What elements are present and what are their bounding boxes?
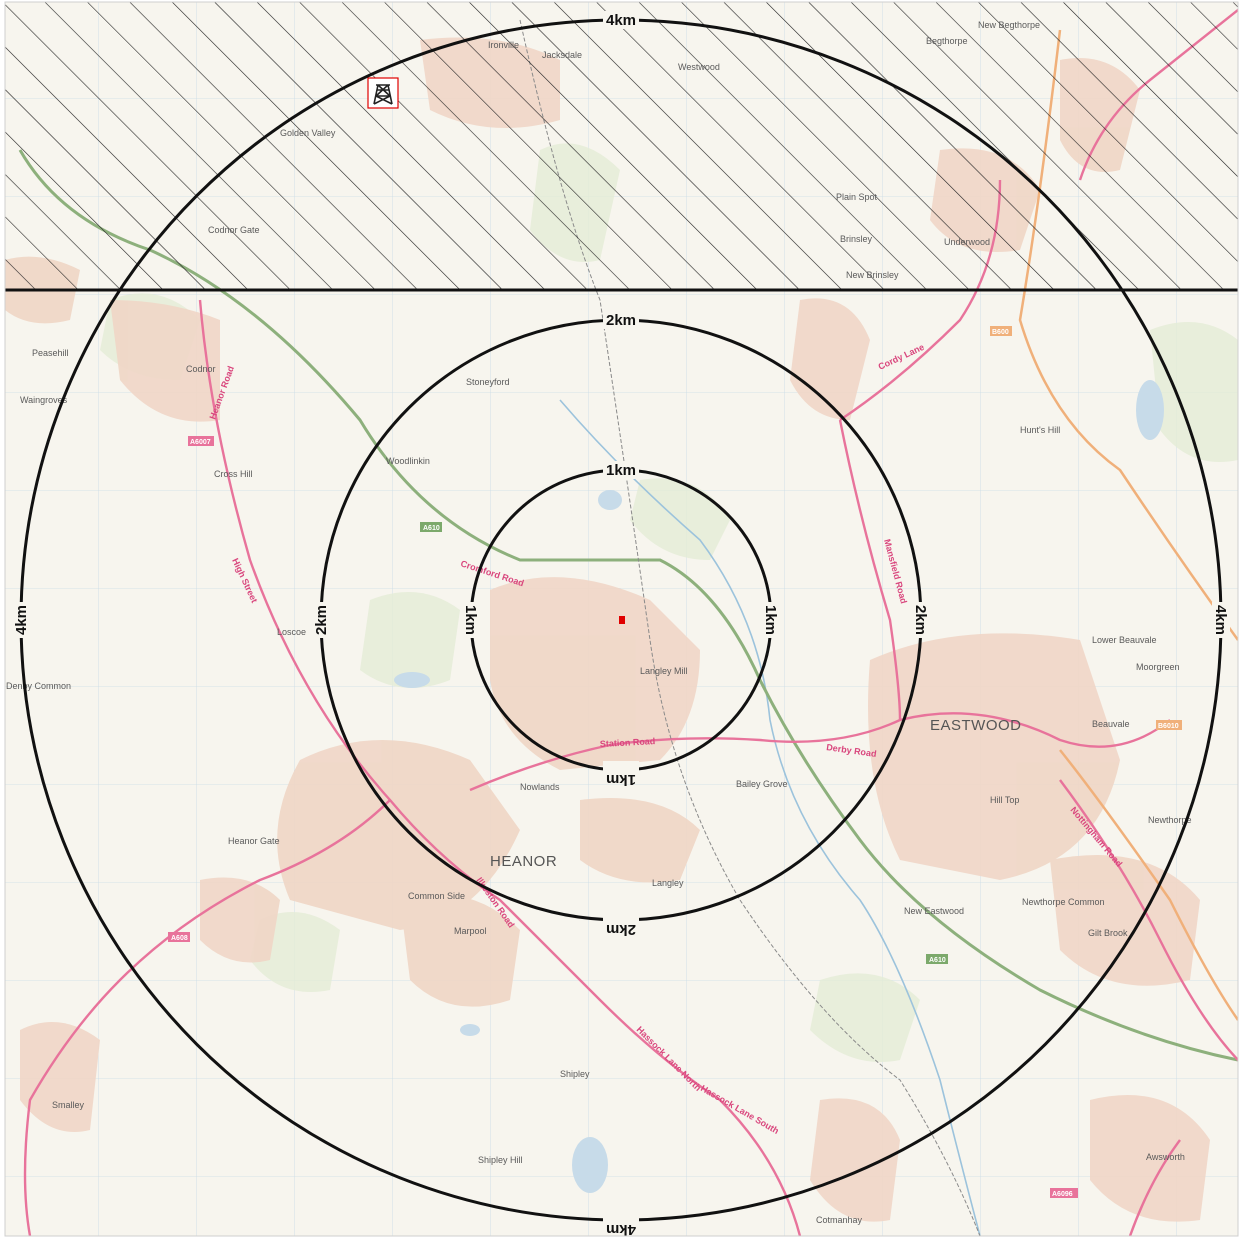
place-label: Denby Common — [6, 681, 71, 691]
place-label: Shipley Hill — [478, 1155, 523, 1165]
road-number-shields: A610 A610 A608 A6007 A6096 B600 B6010 — [168, 326, 1182, 1198]
place-label: Smalley — [52, 1100, 85, 1110]
ring-label-1km-left: 1km — [462, 605, 479, 635]
site-marker[interactable] — [619, 616, 625, 624]
town-label-heanor: HEANOR — [490, 853, 557, 870]
place-label: Codnor — [186, 364, 216, 374]
ring-label-4km-left: 4km — [13, 605, 30, 635]
place-label: Westwood — [678, 62, 720, 72]
place-label: Marpool — [454, 926, 487, 936]
hatched-area — [5, 2, 1238, 290]
place-label: Bailey Grove — [736, 779, 788, 789]
place-label: Woodlinkin — [386, 456, 430, 466]
place-label: New Begthorpe — [978, 20, 1040, 30]
place-label: Cotmanhay — [816, 1215, 863, 1225]
place-label: Peasehill — [32, 348, 69, 358]
road-number: A6096 — [1052, 1191, 1073, 1198]
place-label: Awsworth — [1146, 1152, 1185, 1162]
road-number: A608 — [171, 935, 188, 942]
road-label: Station Road — [600, 736, 656, 749]
road-number: A610 — [929, 957, 946, 964]
ring-label-4km-bottom: 4km — [606, 1221, 636, 1238]
place-label: Begthorpe — [926, 36, 968, 46]
ring-label-1km-top: 1km — [606, 462, 636, 479]
place-label: Shipley — [560, 1069, 590, 1079]
place-label: Jacksdale — [542, 50, 582, 60]
ring-label-2km-bottom: 2km — [606, 921, 636, 938]
place-label: Hunt's Hill — [1020, 425, 1060, 435]
place-label: Hill Top — [990, 795, 1019, 805]
map-frame — [4, 1, 1239, 1237]
place-labels: Ironville Jacksdale Westwood Begthorpe N… — [6, 20, 1192, 1225]
town-label-eastwood: EASTWOOD — [930, 717, 1022, 734]
road-number: B600 — [992, 329, 1009, 336]
place-label: Ironville — [488, 40, 519, 50]
place-label: Langley Mill — [640, 666, 688, 676]
place-label: Brinsley — [840, 234, 873, 244]
place-label: Beauvale — [1092, 719, 1130, 729]
place-label: Newthorpe — [1148, 815, 1192, 825]
place-label: Plain Spot — [836, 192, 878, 202]
place-label: Moorgreen — [1136, 662, 1180, 672]
ring-label-4km-top: 4km — [606, 12, 636, 29]
ring-label-4km-right: 4km — [1212, 605, 1229, 635]
road-number: B6010 — [1158, 723, 1179, 730]
place-label: Heanor Gate — [228, 836, 280, 846]
ring-label-1km-bottom: 1km — [606, 771, 636, 788]
place-label: New Brinsley — [846, 270, 899, 280]
river-erewash — [559, 399, 981, 1236]
place-label: Stoneyford — [466, 377, 510, 387]
road-number: A6007 — [190, 439, 211, 446]
transmission-tower-icon[interactable] — [367, 77, 399, 109]
place-label: Waingroves — [20, 395, 68, 405]
place-label: Golden Valley — [280, 128, 336, 138]
place-label: Common Side — [408, 891, 465, 901]
place-label: Loscoe — [277, 627, 306, 637]
ring-label-1km-right: 1km — [762, 605, 779, 635]
place-label: Codnor Gate — [208, 225, 260, 235]
water-bodies — [394, 380, 1164, 1193]
place-label: Underwood — [944, 237, 990, 247]
place-label: Gilt Brook — [1088, 928, 1128, 938]
ring-label-2km-top: 2km — [606, 312, 636, 329]
road-number: A610 — [423, 525, 440, 532]
place-label: New Eastwood — [904, 906, 964, 916]
ring-label-2km-left: 2km — [313, 605, 330, 635]
place-label: Nowlands — [520, 782, 560, 792]
ring-labels: 1km 1km 1km 1km 2km 2km 2km 2km 4km 4km … — [12, 11, 1230, 1238]
ring-label-2km-right: 2km — [912, 605, 929, 635]
place-label: Langley — [652, 878, 684, 888]
place-label: Newthorpe Common — [1022, 897, 1105, 907]
place-label: Cross Hill — [214, 469, 253, 479]
place-label: Lower Beauvale — [1092, 635, 1157, 645]
